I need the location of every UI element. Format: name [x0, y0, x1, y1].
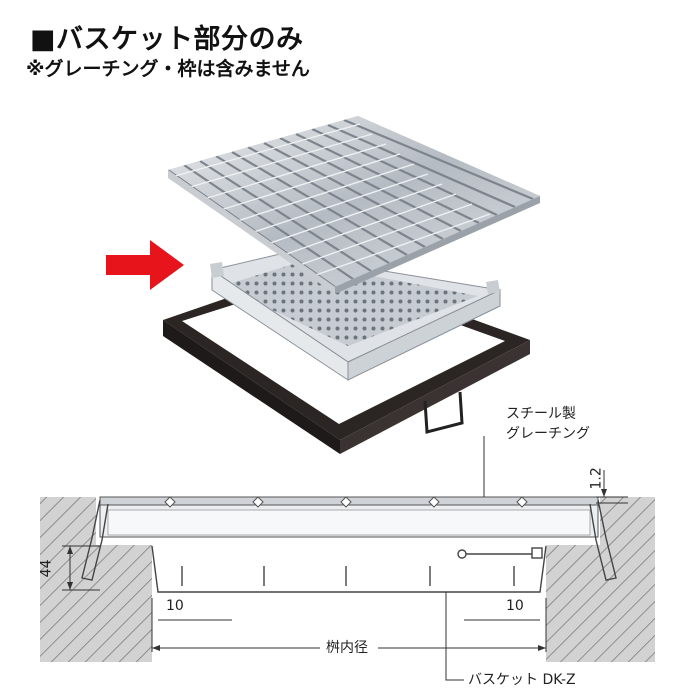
right-margin-dimension: 10: [506, 598, 524, 614]
grating-callout-line1: スチール製: [506, 406, 576, 422]
section-basket: [81, 499, 617, 593]
pointer-arrow-icon: [106, 240, 184, 290]
dimension-arrowheads: [67, 489, 607, 651]
steel-grating: [168, 116, 540, 294]
inner-diameter-label: 桝内径: [326, 640, 368, 656]
left-margin-dimension: 10: [166, 598, 184, 614]
page-title: ■バスケット部分のみ: [30, 24, 304, 55]
top-gap-dimension: 1.2: [588, 467, 605, 490]
grating-callout-line2: グレーチング: [506, 426, 590, 442]
basket-callout: バスケット DK-Z: [468, 672, 576, 688]
depth-dimension: 44: [38, 559, 55, 578]
section-grating: [99, 496, 599, 538]
perforated-basket: [210, 253, 502, 381]
page-subtitle: ※グレーチング・枠は含みません: [26, 58, 310, 80]
